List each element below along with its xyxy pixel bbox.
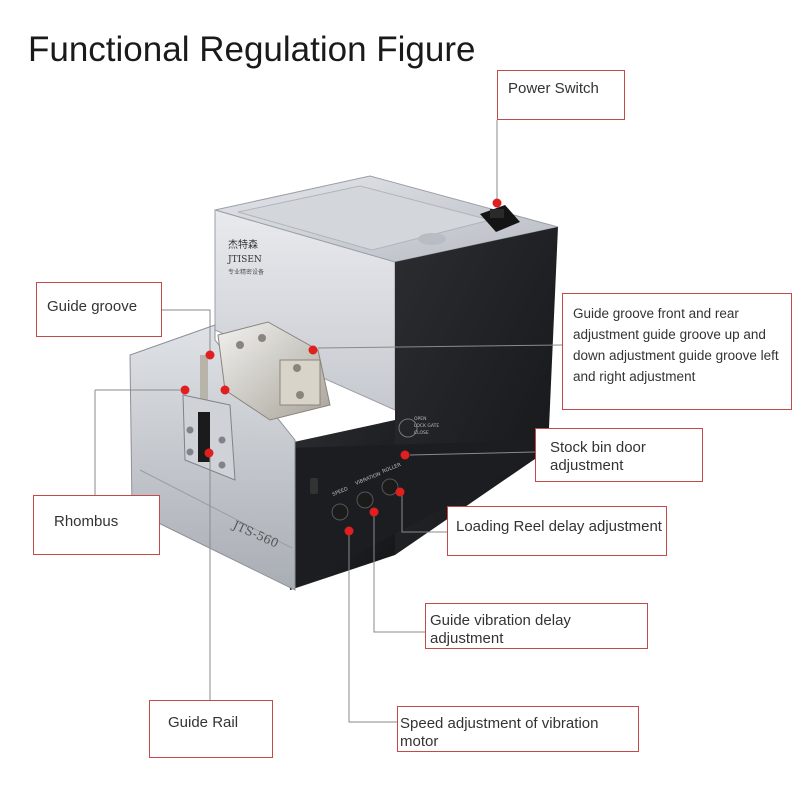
control-knobs (310, 418, 418, 521)
callout-guide-groove-adjustment-text: Guide groove front and rear adjustment g… (573, 306, 779, 384)
door-label-open: OPEN (414, 416, 426, 422)
marker-dots (180, 198, 502, 536)
callout-guide-vibration: Guide vibration delay adjustment (425, 603, 648, 649)
panel-label-speed: SPEED (332, 486, 350, 498)
door-label-lock: LOCK GATE (414, 423, 439, 429)
page-title: Functional Regulation Figure (28, 30, 476, 69)
brand-cn: 杰特森 (228, 238, 258, 251)
callout-speed-adjustment: Speed adjustment of vibration motor (397, 706, 639, 752)
callout-rhombus: Rhombus (33, 495, 160, 555)
callout-loading-reel-text: Loading Reel delay adjustment (456, 518, 662, 535)
callout-guide-vibration-text: Guide vibration delay adjustment (430, 612, 571, 647)
power-switch-graphic (480, 205, 520, 232)
callout-guide-rail: Guide Rail (149, 700, 273, 758)
callout-guide-groove: Guide groove (36, 282, 162, 337)
callout-rhombus-text: Rhombus (54, 513, 119, 530)
callout-speed-adjustment-text: Speed adjustment of vibration motor (400, 715, 599, 750)
guide-bracket (200, 321, 331, 421)
callout-power-switch: Power Switch (497, 70, 625, 120)
callout-guide-rail-text: Guide Rail (168, 714, 239, 731)
door-label-close: CLOSE (414, 430, 429, 436)
callout-stock-bin-door: Stock bin door adjustment (535, 428, 703, 482)
callout-loading-reel: Loading Reel delay adjustment (447, 506, 667, 556)
brand-en: JTISEN (227, 255, 262, 265)
callout-stock-bin-door-text: Stock bin door adjustment (550, 439, 646, 474)
leader-lines (94, 120, 563, 723)
callout-guide-groove-text: Guide groove (47, 298, 138, 315)
callout-power-switch-text: Power Switch (508, 80, 599, 97)
brand-sub: 专业精密设备 (228, 268, 264, 276)
callout-guide-groove-adjustment: Guide groove front and rear adjustment g… (562, 293, 792, 410)
